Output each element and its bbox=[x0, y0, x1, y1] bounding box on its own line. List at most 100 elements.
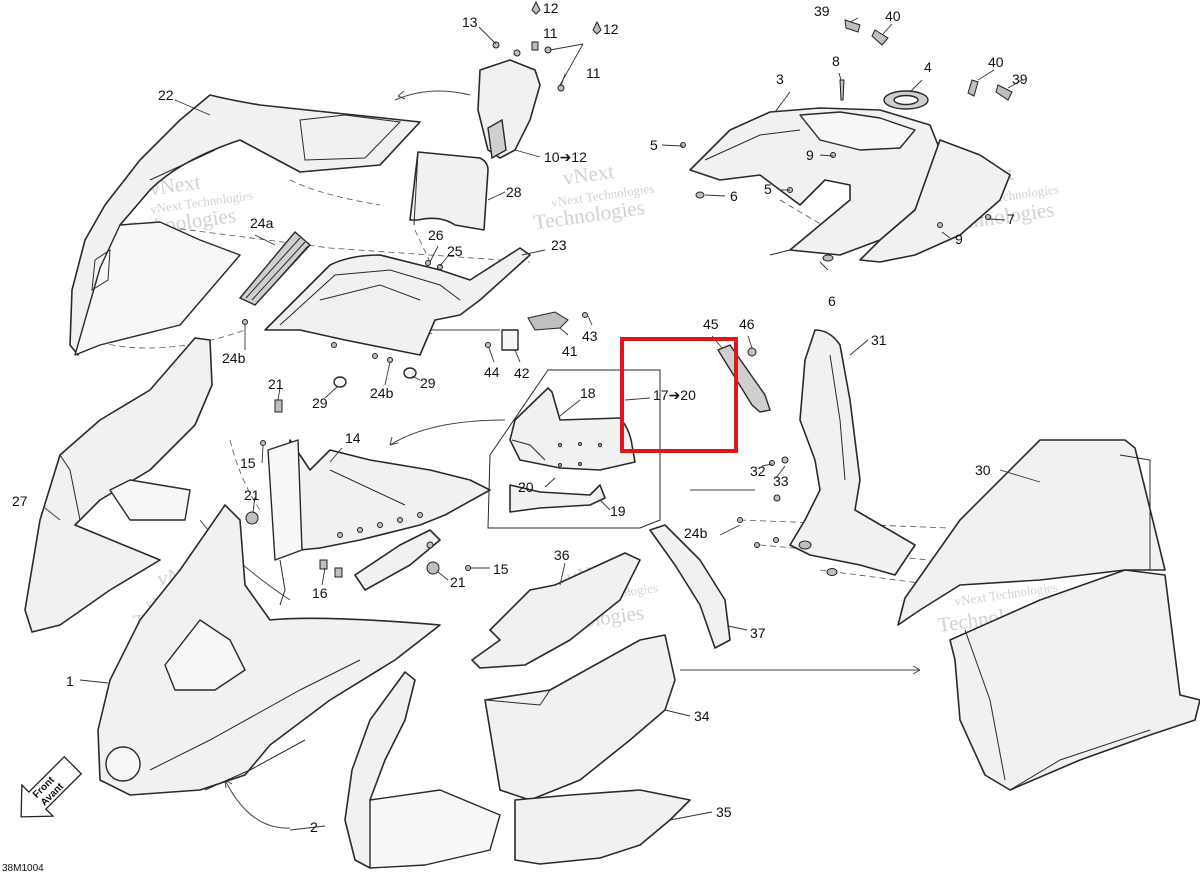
part-45-strap bbox=[716, 344, 771, 413]
nut-44 bbox=[485, 342, 491, 348]
screw-9 bbox=[937, 222, 943, 228]
callout-16: 16 bbox=[312, 585, 328, 601]
callout-3: 3 bbox=[776, 71, 784, 87]
callout-31: 31 bbox=[871, 332, 887, 348]
callout-39: 39 bbox=[1012, 71, 1028, 87]
callout-18: 18 bbox=[580, 385, 596, 401]
callout-24a: 24a bbox=[250, 215, 274, 231]
callout-44: 44 bbox=[484, 364, 500, 380]
dashed-guide bbox=[149, 224, 531, 263]
callout-41: 41 bbox=[562, 343, 578, 359]
part-37-strip bbox=[649, 524, 731, 649]
hardware bbox=[242, 0, 991, 578]
leader-lines bbox=[44, 17, 1041, 831]
part-14-bracket bbox=[267, 439, 491, 606]
callout-12: 12 bbox=[603, 21, 619, 37]
callout-36: 36 bbox=[554, 547, 570, 563]
arrowhead bbox=[912, 665, 921, 675]
screw bbox=[387, 357, 393, 363]
callout-43: 43 bbox=[582, 328, 598, 344]
rivet bbox=[274, 399, 283, 413]
flow-arrow bbox=[389, 419, 506, 446]
screw bbox=[242, 319, 248, 325]
callout-24b: 24b bbox=[222, 350, 246, 366]
screw bbox=[260, 440, 266, 446]
nut-46 bbox=[747, 347, 757, 357]
grommet bbox=[426, 561, 440, 575]
callout-39: 39 bbox=[814, 3, 830, 19]
callout-28: 28 bbox=[506, 184, 522, 200]
clip-42 bbox=[501, 329, 519, 351]
part-22-side-panel bbox=[69, 94, 421, 356]
callout-46: 46 bbox=[739, 316, 755, 332]
fastener bbox=[737, 517, 743, 523]
washer bbox=[333, 376, 347, 388]
front-direction-arrow: Front Avant bbox=[20, 755, 83, 818]
screw-9 bbox=[830, 152, 836, 158]
flow-arrow bbox=[394, 90, 471, 101]
callout-23: 23 bbox=[551, 237, 567, 253]
screw bbox=[372, 353, 378, 359]
callout-33: 33 bbox=[773, 473, 789, 489]
callout-2: 2 bbox=[310, 819, 318, 835]
dashed-guide bbox=[289, 179, 381, 206]
inset-frame bbox=[487, 369, 661, 529]
callout-6: 6 bbox=[828, 293, 836, 309]
part-34-panel bbox=[484, 634, 676, 801]
reference-code: 38M1004 bbox=[2, 863, 44, 874]
part-36-panel bbox=[471, 552, 641, 669]
callout-15: 15 bbox=[493, 561, 509, 577]
screw bbox=[331, 342, 337, 348]
callout-10-12: 10➔12 bbox=[544, 149, 587, 165]
callout-27: 27 bbox=[12, 493, 28, 509]
callout-19: 19 bbox=[610, 503, 626, 519]
part-31-right-bracket bbox=[789, 329, 916, 576]
dashed-guide bbox=[89, 329, 246, 349]
part-28-panel bbox=[409, 151, 489, 231]
washer bbox=[403, 367, 417, 379]
callout-11: 11 bbox=[586, 65, 601, 81]
highlight-box bbox=[620, 337, 738, 453]
part-27-lower-side-panel bbox=[24, 337, 213, 633]
callout-9: 9 bbox=[955, 231, 963, 247]
callout-9: 9 bbox=[806, 147, 814, 163]
screw-5 bbox=[680, 142, 686, 148]
callout-24b: 24b bbox=[684, 525, 708, 541]
callout-13: 13 bbox=[462, 14, 478, 30]
grommet bbox=[245, 511, 259, 525]
screw bbox=[425, 260, 431, 266]
callout-14: 14 bbox=[345, 430, 361, 446]
callout-17-20: 17➔20 bbox=[653, 387, 696, 403]
callout-21: 21 bbox=[450, 574, 466, 590]
callout-7: 7 bbox=[1007, 211, 1015, 227]
part-23-side-bracket bbox=[264, 247, 531, 356]
callout-5: 5 bbox=[764, 181, 772, 197]
callout-26: 26 bbox=[428, 227, 444, 243]
part-2-lower-deflector bbox=[344, 671, 501, 869]
arrowhead bbox=[389, 436, 399, 446]
fastener bbox=[773, 494, 781, 502]
flow-arrow bbox=[224, 779, 291, 829]
screw bbox=[437, 264, 443, 270]
bracket-41 bbox=[527, 311, 569, 331]
callout-11: 11 bbox=[543, 25, 558, 41]
screw bbox=[465, 565, 471, 571]
drop-icon bbox=[592, 20, 602, 35]
clip bbox=[319, 559, 328, 570]
callout-22: 22 bbox=[158, 87, 174, 103]
callout-29: 29 bbox=[420, 375, 436, 391]
callout-42: 42 bbox=[514, 365, 530, 381]
screw-43 bbox=[582, 312, 588, 318]
callout-8: 8 bbox=[832, 53, 840, 69]
callout-40: 40 bbox=[988, 54, 1004, 70]
callout-35: 35 bbox=[716, 804, 732, 820]
clip bbox=[334, 567, 343, 578]
callout-32: 32 bbox=[750, 463, 766, 479]
callout-25: 25 bbox=[447, 243, 463, 259]
callout-45: 45 bbox=[703, 316, 719, 332]
callout-labels: 1 2 3 4 5 5 6 6 7 8 9 9 10➔12 11 11 12 1… bbox=[12, 0, 1028, 835]
callout-40: 40 bbox=[885, 8, 901, 24]
callout-37: 37 bbox=[750, 625, 766, 641]
screw-7 bbox=[985, 214, 991, 220]
